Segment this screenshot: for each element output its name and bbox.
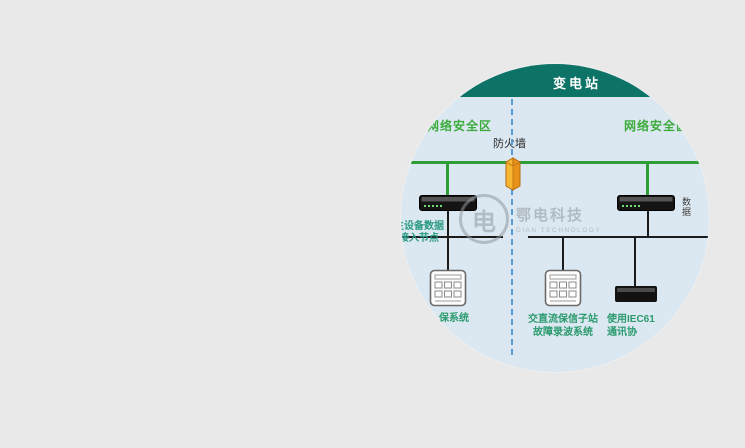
access-node-label-line1: 主设备数据 xyxy=(401,221,444,232)
zone-label-left: 网络安全区 xyxy=(427,119,493,133)
firewall-icon xyxy=(505,157,521,191)
substation-title: 变电站 xyxy=(552,76,602,91)
bus-line-left xyxy=(401,236,503,238)
substation-network-diagram: 变电站 网络安全区 网络安全区 防火墙 xyxy=(401,64,709,372)
edge-partial-label: 数据 xyxy=(682,197,692,217)
switch-uplink-left-line xyxy=(446,163,449,196)
bus-line-right xyxy=(528,236,709,238)
switch-uplink-right-line xyxy=(646,163,649,196)
caption-right-line1: 使用IEC61 xyxy=(607,314,655,325)
security-zone-divider-line xyxy=(511,99,513,355)
substation-header-band xyxy=(401,64,709,97)
network-switch-right-icon xyxy=(617,195,675,211)
caption-right-line2: 通讯协 xyxy=(607,327,637,338)
caption-middle-line2: 故障录波系统 xyxy=(533,327,593,338)
station-lan-bus-line xyxy=(401,161,709,164)
access-node-label-line2: 接入节点 xyxy=(401,233,439,244)
connector-right-switch xyxy=(647,211,649,237)
caption-middle-line1: 交直流保信子站 xyxy=(528,314,598,325)
connector-left-relay xyxy=(447,211,449,270)
connector-middle-relay xyxy=(562,236,564,271)
watermark-text: 鄂电科技 DIAN TECHNOLOGY xyxy=(516,204,601,234)
watermark-brand: 鄂电科技 xyxy=(516,207,585,224)
caption-middle-system: 交直流保信子站 故障录波系统 xyxy=(523,313,603,339)
caption-left-system: 保系统 xyxy=(439,313,469,324)
connector-comm-device xyxy=(634,236,636,287)
protection-device-left-icon xyxy=(429,269,467,307)
caption-right-protocol: 使用IEC61 通讯协 xyxy=(607,313,679,339)
network-switch-left-icon xyxy=(419,195,477,211)
comm-device-icon xyxy=(615,286,657,302)
access-node-label: 主设备数据 接入节点 xyxy=(401,221,447,245)
zone-label-right: 网络安全区 xyxy=(624,119,690,133)
firewall-label: 防火墙 xyxy=(493,138,526,150)
protection-device-middle-icon xyxy=(544,269,582,307)
watermark-subtitle: DIAN TECHNOLOGY xyxy=(516,227,602,234)
